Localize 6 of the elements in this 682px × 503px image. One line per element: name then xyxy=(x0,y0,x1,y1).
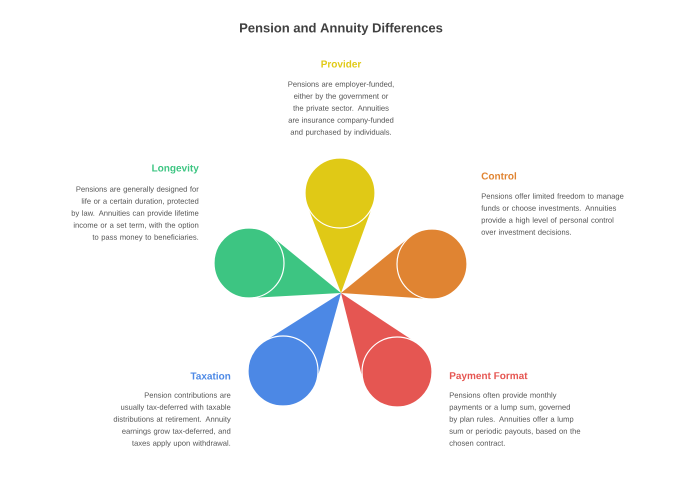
heading: Provider xyxy=(321,60,362,68)
heading: Taxation xyxy=(190,372,230,380)
heading: Control xyxy=(482,172,516,180)
heading: Payment Format xyxy=(450,372,528,382)
heading: Longevity xyxy=(152,164,199,174)
title: Pension and Annuity Differences xyxy=(240,22,442,36)
